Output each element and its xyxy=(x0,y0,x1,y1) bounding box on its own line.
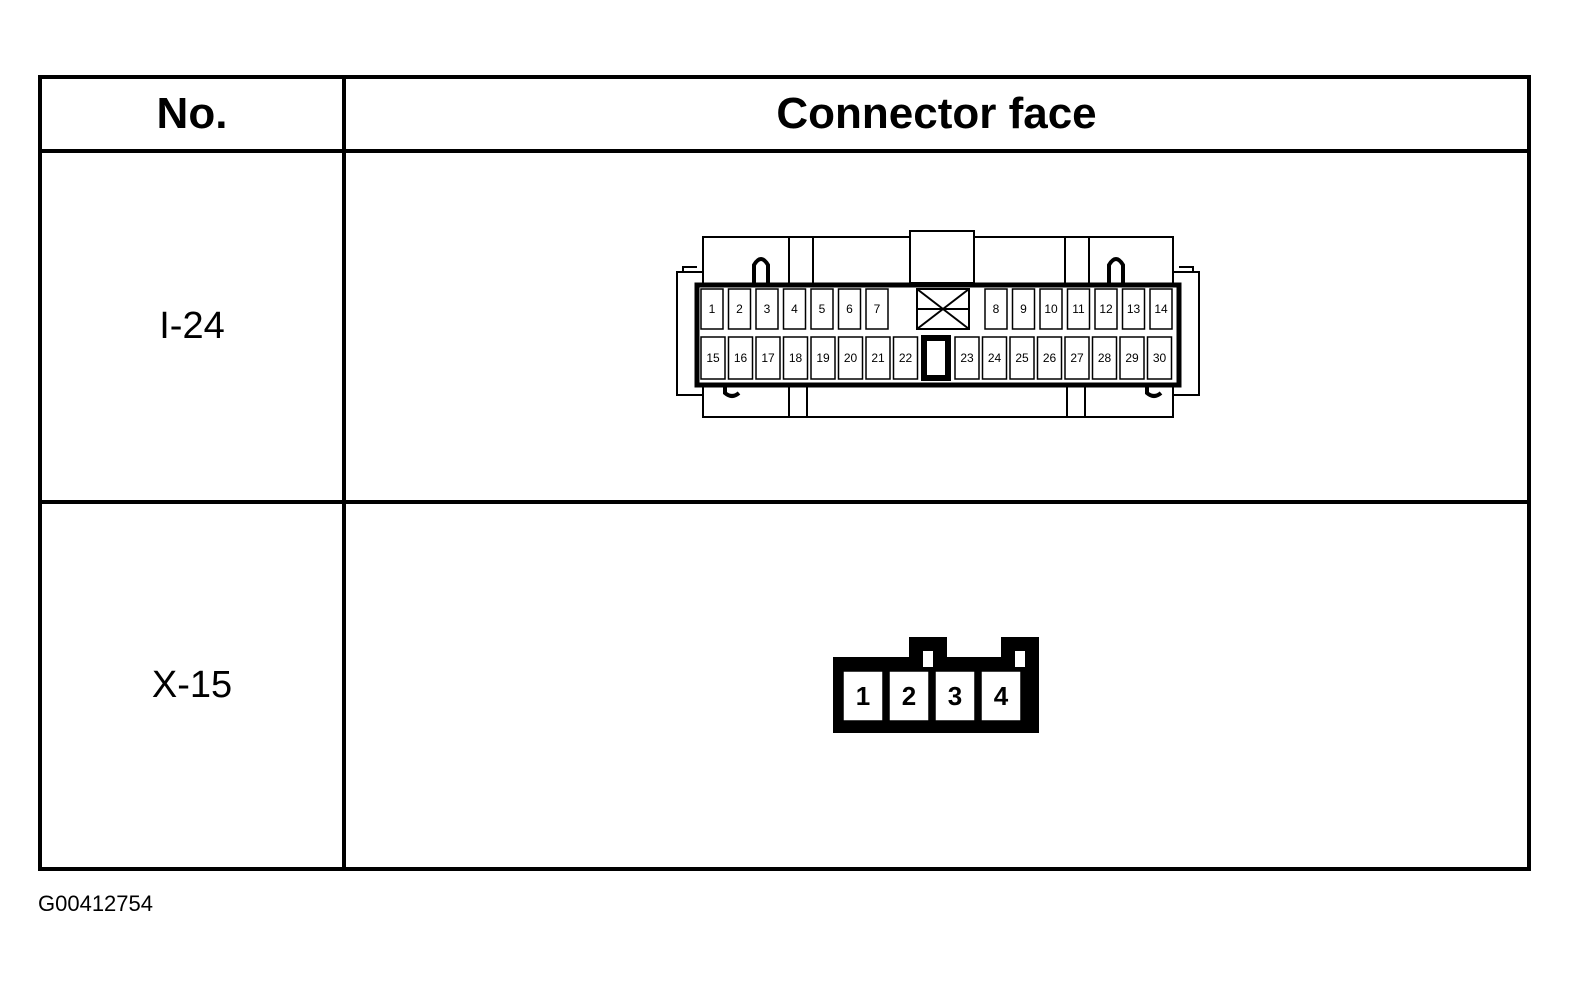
pin-cavity xyxy=(1008,335,1035,380)
pin-label: 3 xyxy=(947,681,961,711)
pin-cavity xyxy=(754,287,779,330)
header-row: No. Connector face xyxy=(38,74,1531,154)
pin-label: 26 xyxy=(1042,351,1056,365)
pin-cavity xyxy=(864,287,889,330)
pin-label: 13 xyxy=(1126,302,1140,316)
connector-number: X-15 xyxy=(38,500,346,871)
pin-label: 17 xyxy=(761,351,775,365)
figure-id: G00412754 xyxy=(38,891,153,916)
pin-label: 16 xyxy=(733,351,747,365)
pin-label: 22 xyxy=(898,351,912,365)
pin-label: 3 xyxy=(763,302,770,316)
pin-cavity xyxy=(837,287,861,330)
pin-label: 10 xyxy=(1044,302,1058,316)
header-connector-face: Connector face xyxy=(342,74,1531,154)
pin-cavity xyxy=(782,335,808,380)
pin-cavity xyxy=(1063,335,1090,380)
pin-cavity xyxy=(1011,287,1035,330)
pin-label: 5 xyxy=(818,302,825,316)
pin-cavity xyxy=(809,287,834,330)
pin-cavity xyxy=(1066,287,1090,330)
pin-label: 27 xyxy=(1070,351,1084,365)
pin-label: 8 xyxy=(992,302,999,316)
pin-cavity xyxy=(841,669,884,722)
pin-cavity xyxy=(1148,287,1173,330)
connector-number: I-24 xyxy=(38,149,346,505)
pin-cavity xyxy=(1121,287,1145,330)
pin-label: 29 xyxy=(1125,351,1139,365)
pin-cavity xyxy=(1093,287,1118,330)
pin-cavity xyxy=(1146,335,1172,380)
pin-cavity xyxy=(1091,335,1117,380)
pin-label: 23 xyxy=(960,351,974,365)
table-row: I-24 xyxy=(38,149,1531,505)
i24-bottom-pin-row: 15 16 17 18 19 20 21 22 23 24 25 26 27 28 29 30 xyxy=(699,335,1172,380)
pin-label: 30 xyxy=(1152,351,1166,365)
pin-cavity xyxy=(981,335,1007,380)
pin-label: 12 xyxy=(1099,302,1113,316)
pin-cavity xyxy=(727,287,751,330)
table-row: X-15 1 2 3 4 xyxy=(38,500,1531,871)
connector-x15-diagram: 1 2 3 4 xyxy=(832,636,1039,733)
header-no: No. xyxy=(38,74,346,154)
pin-label: 24 xyxy=(987,351,1001,365)
pin-label: 11 xyxy=(1072,302,1085,316)
pin-label: 19 xyxy=(816,351,830,365)
pin-cavity xyxy=(782,287,806,330)
pin-cavity xyxy=(953,335,980,380)
pin-label: 2 xyxy=(901,681,915,711)
pin-label: 4 xyxy=(993,681,1008,711)
pin-label: 14 xyxy=(1154,302,1168,316)
pin-label: 4 xyxy=(791,302,798,316)
pin-cavity xyxy=(892,335,918,380)
pin-label: 9 xyxy=(1020,302,1027,316)
pin-label: 18 xyxy=(788,351,802,365)
pin-cavity xyxy=(727,335,753,380)
pin-cavity xyxy=(699,335,726,380)
connector-face-cell: 1 2 3 4 xyxy=(342,500,1531,871)
pin-cavity xyxy=(887,669,930,722)
pin-label: 15 xyxy=(706,351,720,365)
pin-cavity xyxy=(837,335,863,380)
pin-label: 7 xyxy=(873,302,880,316)
pin-label: 6 xyxy=(846,302,853,316)
pin-cavity xyxy=(983,287,1008,330)
pin-label: 21 xyxy=(871,351,885,365)
pin-label: 28 xyxy=(1097,351,1111,365)
pin-cavity xyxy=(754,335,781,380)
pin-cavity xyxy=(809,335,836,380)
pin-cavity xyxy=(1038,287,1063,330)
pin-label: 1 xyxy=(855,681,869,711)
pin-cavity xyxy=(933,669,976,722)
pin-cavity xyxy=(1118,335,1145,380)
pin-cavity xyxy=(864,335,891,380)
pin-cavity xyxy=(1036,335,1062,380)
connector-table: No. Connector face I-24 xyxy=(38,74,1531,871)
pin-cavity xyxy=(699,287,724,330)
pin-cavity xyxy=(979,669,1022,722)
pin-label: 25 xyxy=(1015,351,1029,365)
pin-label: 2 xyxy=(736,302,743,316)
pin-label: 1 xyxy=(708,302,715,316)
x15-pin-row: 1 2 3 4 xyxy=(841,669,1022,722)
pin-label: 20 xyxy=(843,351,857,365)
